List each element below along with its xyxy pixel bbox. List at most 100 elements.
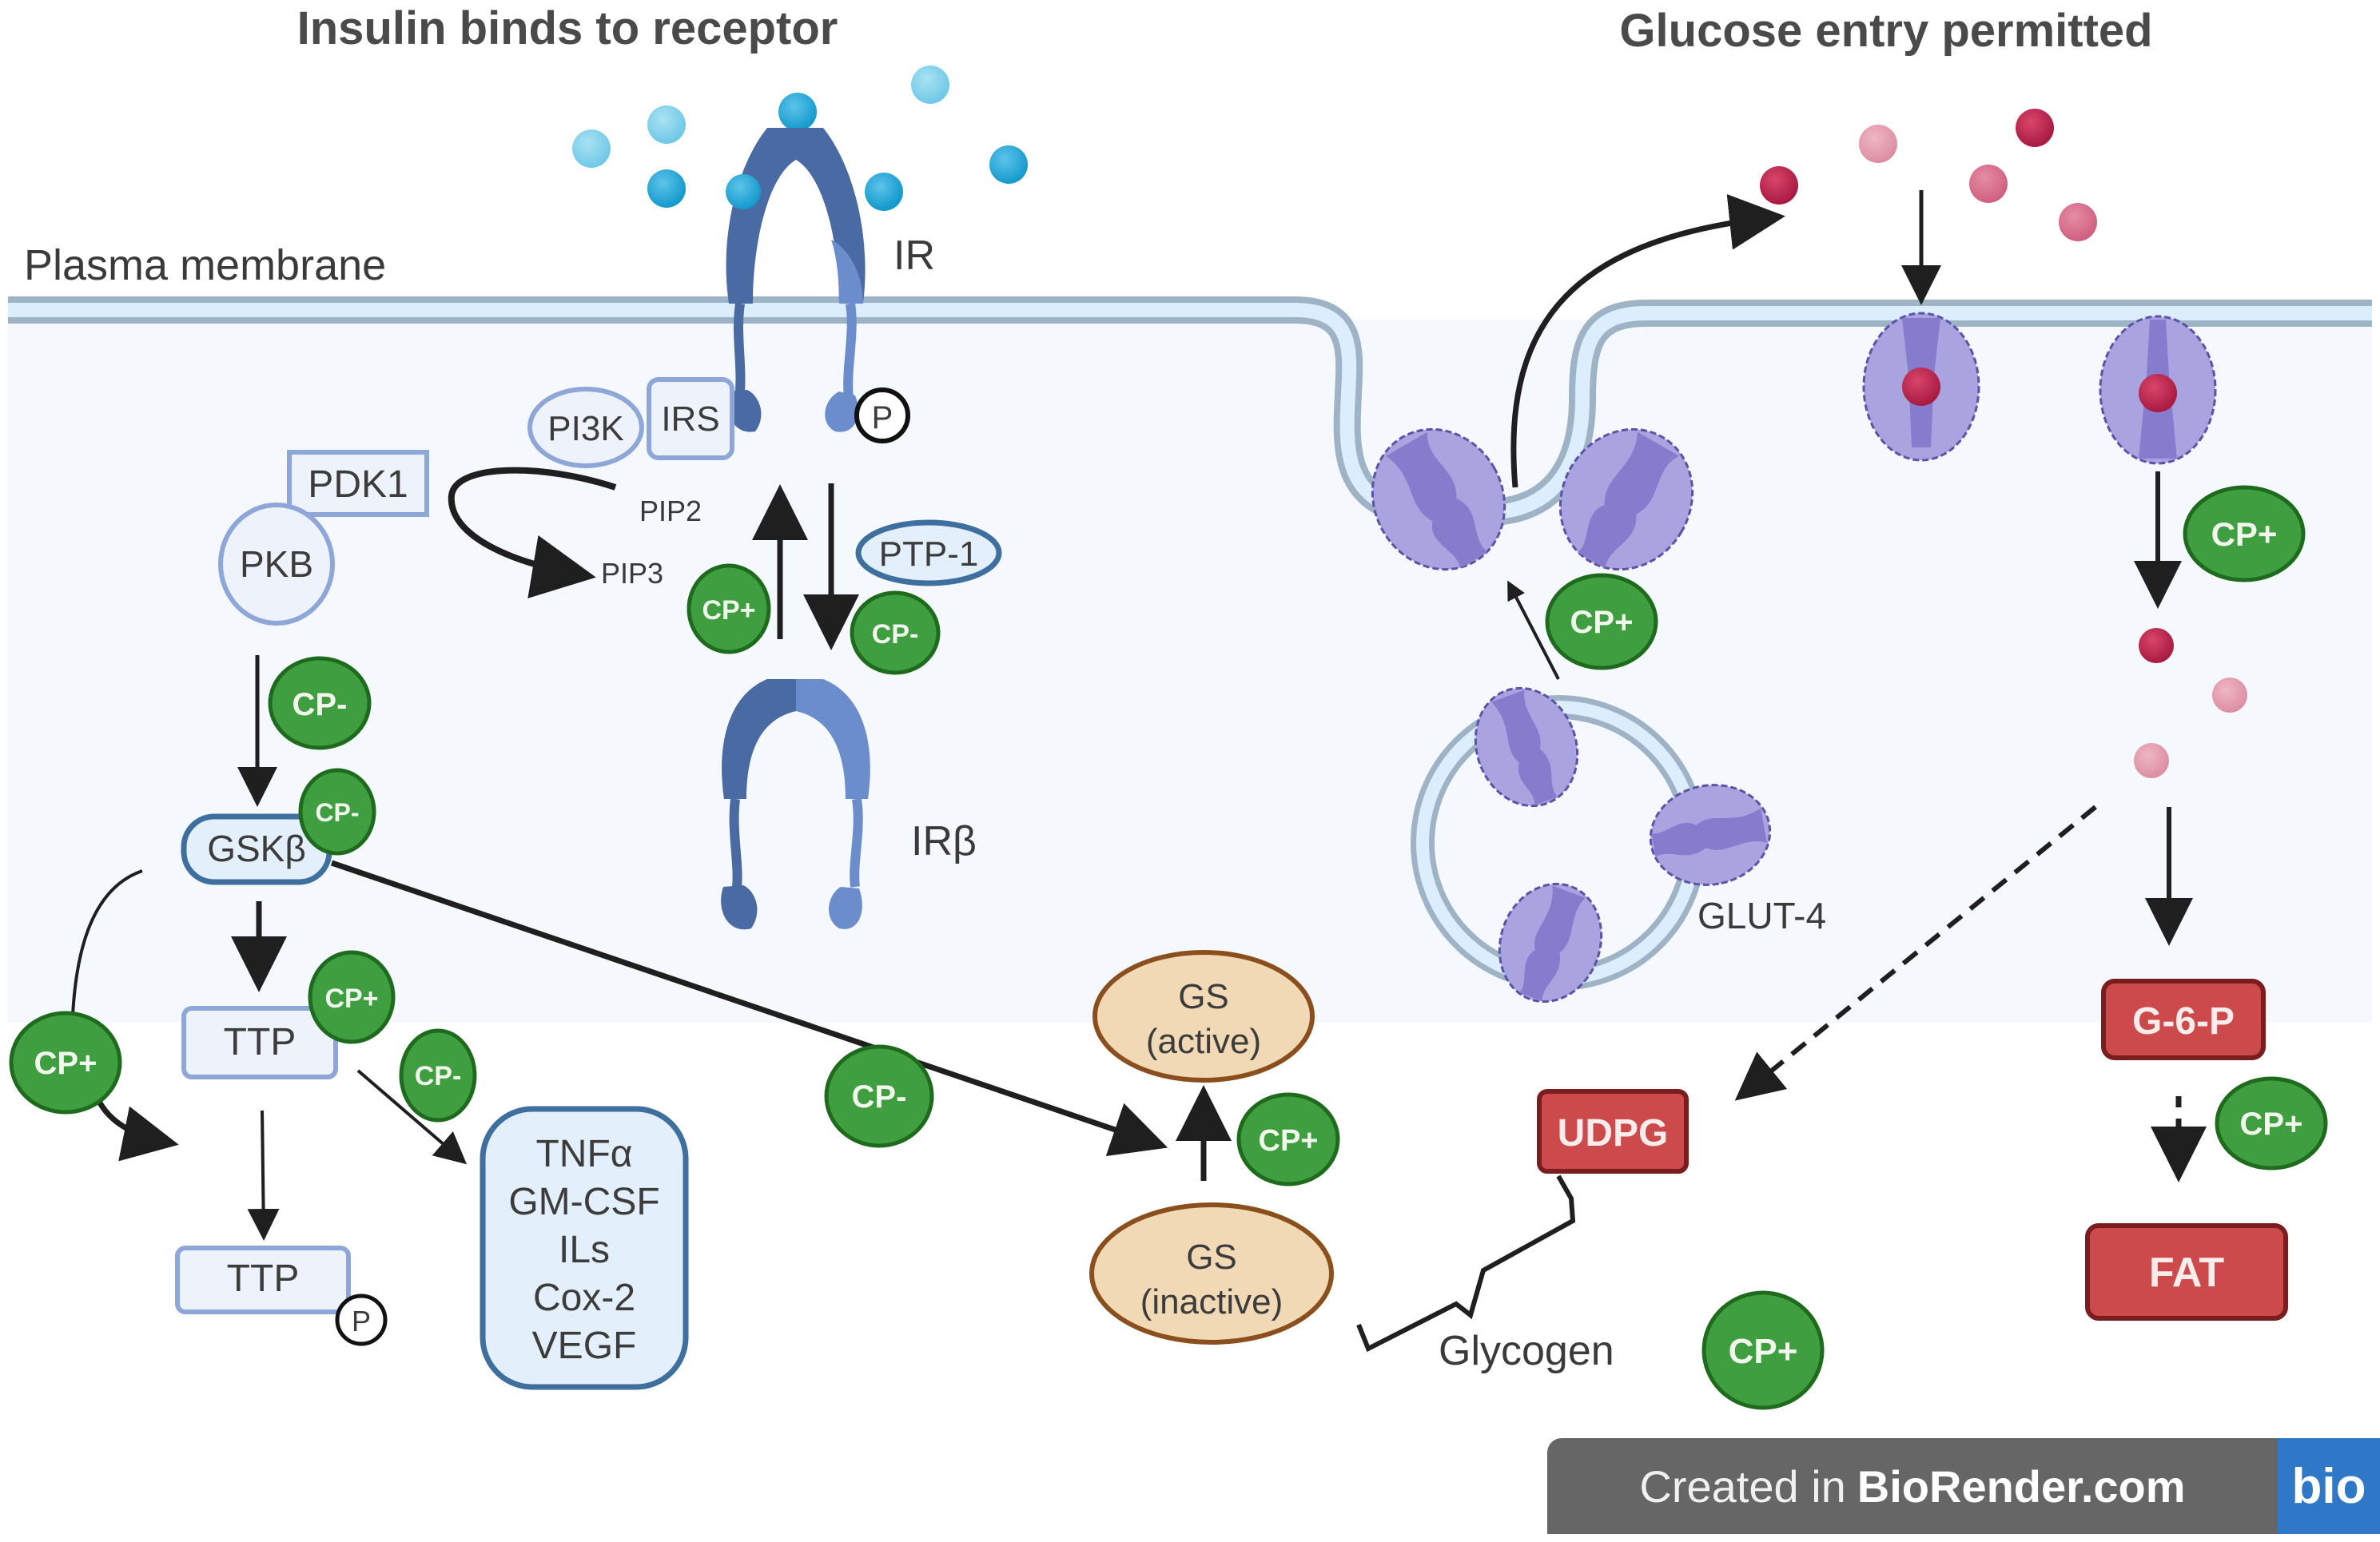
- phospho-badge-receptor: P: [854, 387, 910, 443]
- glut4-translocation-arrow: [1507, 580, 1560, 680]
- gs-active-line1: GS: [1178, 977, 1229, 1016]
- cp-badge-ttp: CP+: [308, 950, 396, 1044]
- gs-active-node: GS (active): [1092, 950, 1315, 1083]
- watermark-brand: BioRender.com: [1857, 1461, 2186, 1512]
- gs-active-line2: (active): [1146, 1022, 1261, 1061]
- cp-badge-label: CP+: [1259, 1124, 1319, 1158]
- title-insulin-binds: Insulin binds to receptor: [297, 2, 838, 54]
- glucose-molecule: [2016, 109, 2054, 147]
- glut4-transporters: [1371, 427, 1694, 571]
- ir-label: IR: [893, 232, 935, 279]
- cytoplasm-region: [8, 320, 2372, 1023]
- ptp1-label: PTP-1: [879, 535, 979, 574]
- cp-badge-label: CP-: [852, 1079, 907, 1115]
- pip3-label: PIP3: [601, 557, 663, 590]
- pip2-label: PIP2: [639, 495, 702, 527]
- ttp-to-cytokines-arrow: [356, 1069, 468, 1165]
- cp-badge-pkb-gsk: CP-: [268, 656, 372, 750]
- ttp-phospho-label: TTP: [227, 1258, 300, 1300]
- cytokine-vegf: VEGF: [532, 1325, 637, 1367]
- pi3k-node: PI3K: [527, 387, 644, 468]
- glucose-molecule: [2059, 203, 2097, 241]
- gs-inactive-node: GS (inactive): [1089, 1202, 1334, 1345]
- glucose-molecule: [1969, 165, 2008, 203]
- intracellular-glucose: [2134, 628, 2247, 778]
- udpg-node: UDPG: [1537, 1089, 1689, 1174]
- cp-badge-pip3: CP+: [687, 563, 771, 654]
- pdk1-node: PDK1: [287, 450, 429, 517]
- left-loop-line: [70, 869, 143, 1047]
- glut4-transporter-icon: [1649, 784, 1772, 886]
- cp-badge-gsk-gs: CP-: [824, 1044, 934, 1148]
- cp-badge-label: CP+: [1729, 1332, 1798, 1371]
- pi3k-label: PI3K: [547, 409, 623, 448]
- cp-badge-label: CP+: [1570, 605, 1634, 640]
- biorender-logo-icon: bio: [2278, 1438, 2380, 1534]
- cp-badge-gsk: CP-: [298, 768, 376, 856]
- cp-badge-label: CP-: [293, 687, 348, 722]
- pkb-label: PKB: [240, 543, 313, 585]
- cytokine-gmcsf: GM-CSF: [508, 1181, 659, 1223]
- cp-badge-label: CP-: [872, 619, 919, 650]
- cytokine-ils: ILs: [559, 1229, 610, 1271]
- glucose-molecule: [1760, 166, 1798, 205]
- glut4-transporter-icon: [1558, 427, 1694, 571]
- cp-badge-g6p-fat: CP+: [2215, 1076, 2328, 1170]
- insulin-molecule: [647, 105, 686, 144]
- insulin-molecule: [778, 93, 817, 131]
- cp-badge-label: CP+: [34, 1046, 98, 1081]
- glycogen-chain-icon: [1356, 1174, 1576, 1353]
- gs-inactive-line2: (inactive): [1140, 1282, 1284, 1321]
- irbeta-label: IRβ: [911, 818, 977, 864]
- ptp1-node: PTP-1: [855, 519, 1002, 586]
- cp-badge-label: CP+: [324, 984, 378, 1014]
- fat-node: FAT: [2085, 1223, 2288, 1321]
- gsk-beta-label: GSKβ: [207, 828, 306, 869]
- fat-label: FAT: [2149, 1250, 2225, 1296]
- pip2-to-pip3-arrow: [448, 467, 617, 598]
- cp-badge-ttp-cytokines: CP-: [399, 1028, 477, 1123]
- glucose-molecule: [2139, 628, 2174, 663]
- plasma-membrane-label: Plasma membrane: [24, 241, 386, 289]
- g6p-label: G-6-P: [2132, 1000, 2235, 1043]
- glycogen-label: Glycogen: [1439, 1328, 1614, 1374]
- ttp-to-ttp-phospho-arrow: [247, 1110, 280, 1241]
- insulin-molecule: [989, 145, 1028, 184]
- cytokine-tnfa: TNFα: [535, 1133, 632, 1175]
- glucose-to-udpg-arrow: [1734, 805, 2097, 1101]
- ttp-phosphorylated-node: TTP P: [175, 1246, 388, 1346]
- glut4-vesicle: [1411, 686, 1772, 1003]
- glucose-exit-arrow: [1510, 193, 1785, 488]
- glucose-molecule: [2134, 743, 2169, 778]
- udpg-label: UDPG: [1558, 1112, 1669, 1155]
- gsk-beta-node: GSKβ: [181, 813, 332, 885]
- irs-node: IRS: [647, 377, 734, 460]
- watermark-text: Created in BioRender.com: [1547, 1438, 2278, 1534]
- glucose-molecules: [1760, 109, 2097, 241]
- cp-badge-glut-translocation: CP+: [1545, 573, 1658, 670]
- cp-badge-glucose-entry: CP+: [2183, 485, 2306, 582]
- title-glucose-entry: Glucose entry permitted: [1619, 5, 2152, 57]
- cp-badge-label: CP+: [2240, 1107, 2303, 1142]
- cp-badge-left-loop: CP+: [9, 1011, 122, 1115]
- cp-badges: CP+ CP- CP- CP- CP+ CP- CP+ CP-: [9, 485, 2328, 1410]
- cytokine-cox2: Cox-2: [533, 1277, 635, 1319]
- cp-badge-label: CP-: [315, 798, 359, 827]
- irs-label: IRS: [661, 399, 719, 439]
- pkb-node: PKB: [218, 503, 335, 626]
- g6p-node: G-6-P: [2101, 979, 2266, 1060]
- glut4-label: GLUT-4: [1697, 895, 1826, 936]
- biorender-watermark[interactable]: Created in BioRender.com bio: [1547, 1438, 2380, 1534]
- insulin-molecule: [572, 129, 611, 168]
- glut4-transporter-icon: [1371, 427, 1506, 571]
- membrane-glut-transporter: [2099, 315, 2217, 465]
- ttp-phospho-p-label: P: [352, 1305, 371, 1337]
- membrane-glut-transporter: [1862, 312, 1980, 462]
- insulin-receptor-icon: [726, 128, 901, 432]
- gs-inactive-line1: GS: [1186, 1238, 1237, 1277]
- pdk1-label: PDK1: [308, 463, 408, 506]
- cp-badge-glycogen: CP+: [1701, 1290, 1825, 1410]
- insulin-receptor-beta-icon: [721, 679, 870, 930]
- gsk-to-gs-arrow: [330, 860, 1168, 1157]
- glucose-molecule: [2212, 678, 2247, 713]
